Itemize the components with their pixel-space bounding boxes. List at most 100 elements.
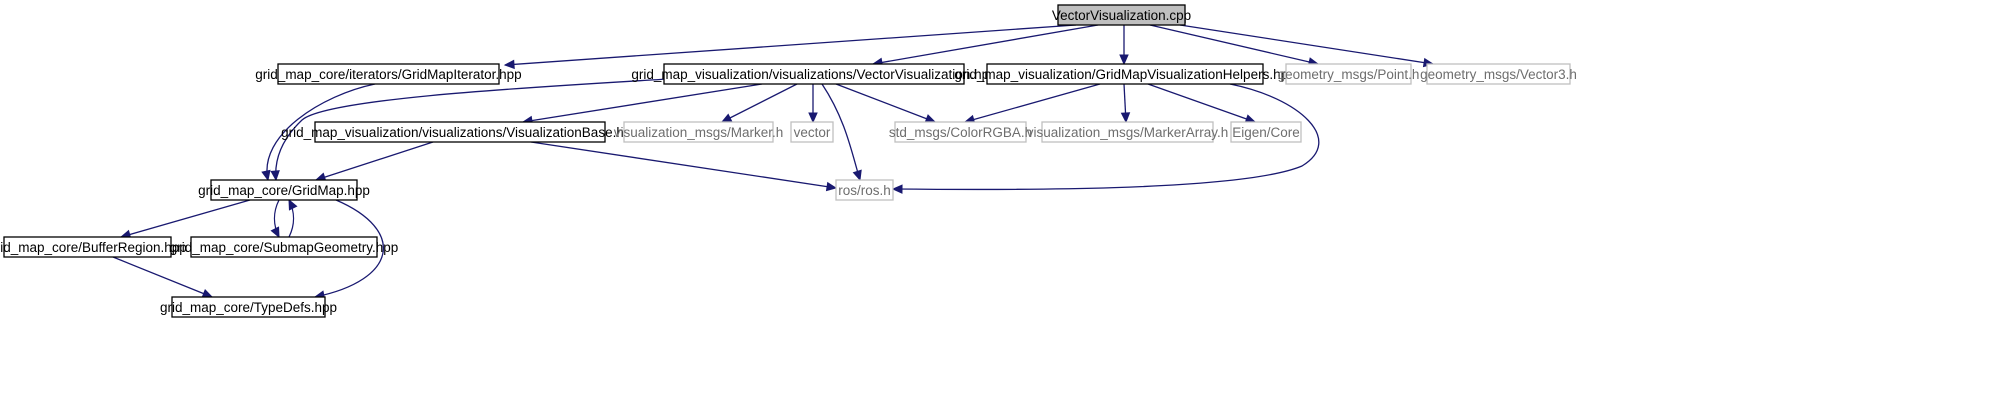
edge-root-to-point — [1149, 24, 1320, 67]
node-label: std_msgs/ColorRGBA.h — [889, 125, 1032, 140]
node-label: grid_map_core/iterators/GridMapIterator.… — [255, 67, 521, 82]
edge-line — [112, 256, 213, 298]
node-label: grid_map_core/GridMap.hpp — [198, 183, 370, 198]
node-box — [1426, 63, 1571, 85]
edge-vb-to-gridmap — [314, 141, 434, 182]
node-box — [1041, 121, 1214, 143]
edge-line — [522, 83, 763, 123]
edge-vv-to-vector — [808, 84, 818, 124]
node-box — [894, 121, 1027, 143]
arrowhead — [891, 184, 903, 194]
node-label: grid_map_visualization/GridMapVisualizat… — [954, 67, 1295, 82]
node-label: grid_map_core/SubmapGeometry.hpp — [170, 240, 399, 255]
node-box — [790, 121, 834, 143]
nodes-layer: VectorVisualization.cpp grid_map_core/ite… — [0, 4, 1577, 318]
arrowhead — [270, 226, 280, 239]
edge-line — [266, 83, 376, 181]
arrowhead — [288, 198, 298, 211]
edge-line — [835, 83, 936, 123]
node-color: std_msgs/ColorRGBA.h — [889, 121, 1032, 143]
edge-line — [120, 199, 251, 238]
node-label: VectorVisualization.cpp — [1052, 8, 1191, 23]
node-box — [986, 63, 1264, 85]
node-marker: visualization_msgs/Marker.h — [614, 121, 784, 143]
node-markerarray: visualization_msgs/MarkerArray.h — [1027, 121, 1228, 143]
node-gridmap[interactable]: grid_map_core/GridMap.hpp — [198, 179, 370, 201]
node-vb[interactable]: grid_map_visualization/visualizations/Vi… — [281, 121, 639, 143]
node-box — [1230, 121, 1302, 143]
edge-vv-to-color — [835, 83, 937, 124]
node-label: geometry_msgs/Vector3.h — [1420, 67, 1577, 82]
node-point: geometry_msgs/Point.h — [1278, 63, 1420, 85]
edge-vv-to-ros — [821, 83, 862, 182]
node-gmi[interactable]: grid_map_core/iterators/GridMapIterator.… — [255, 63, 522, 85]
edge-root-to-vec3 — [1179, 24, 1435, 68]
arrowhead — [201, 289, 214, 298]
node-box — [623, 121, 774, 143]
edge-submap-to-gridmap — [288, 198, 298, 238]
node-eigen: Eigen/Core — [1230, 121, 1302, 143]
edge-line — [1147, 83, 1256, 123]
node-box — [190, 236, 378, 258]
node-box — [210, 179, 358, 201]
node-box — [663, 63, 965, 85]
edge-buffer-to-typedefs — [112, 256, 214, 298]
node-box — [277, 63, 500, 85]
node-box — [1285, 63, 1412, 85]
node-label: ros/ros.h — [838, 183, 891, 198]
arrowhead — [720, 113, 733, 123]
arrowhead — [808, 112, 818, 124]
node-label: vector — [794, 125, 831, 140]
edge-line — [314, 199, 384, 298]
node-submap[interactable]: grid_map_core/SubmapGeometry.hpp — [170, 236, 399, 258]
edge-gridmap-to-submap — [270, 199, 280, 239]
node-root[interactable]: VectorVisualization.cpp — [1052, 4, 1191, 26]
edge-gridmap-to-buffer — [119, 199, 251, 239]
node-box — [314, 121, 606, 143]
edge-gmvh-to-markerarray — [1120, 83, 1131, 124]
node-typedefs[interactable]: grid_map_core/TypeDefs.hpp — [160, 296, 337, 318]
edge-line — [504, 24, 1077, 66]
edge-line — [964, 83, 1101, 123]
node-label: Eigen/Core — [1232, 125, 1300, 140]
node-box — [171, 296, 326, 318]
node-label: geometry_msgs/Point.h — [1278, 67, 1420, 82]
edge-gmi-to-gridmap — [261, 83, 376, 182]
arrowhead — [270, 170, 280, 182]
node-gmvh[interactable]: grid_map_visualization/GridMapVisualizat… — [954, 63, 1296, 85]
node-label: grid_map_visualization/visualizations/Vi… — [281, 125, 639, 140]
arrowhead — [1120, 112, 1131, 124]
edge-line — [315, 141, 434, 181]
node-box — [1057, 4, 1186, 26]
edge-vv-to-gridmap — [270, 78, 669, 182]
node-label: grid_map_core/BufferRegion.hpp — [0, 240, 187, 255]
node-vv[interactable]: grid_map_visualization/visualizations/Ve… — [631, 63, 997, 85]
edge-line — [721, 83, 798, 123]
edge-line — [872, 24, 1099, 65]
edge-root-to-gmvh — [1119, 25, 1129, 66]
edge-gmvh-to-color — [963, 83, 1101, 125]
node-label: visualization_msgs/Marker.h — [614, 125, 784, 140]
node-vec3: geometry_msgs/Vector3.h — [1420, 63, 1577, 85]
node-ros: ros/ros.h — [835, 179, 894, 201]
edge-line — [275, 78, 669, 181]
arrowhead — [503, 59, 515, 70]
edge-gmvh-to-eigen — [1147, 83, 1257, 124]
node-label: grid_map_core/TypeDefs.hpp — [160, 300, 337, 315]
arrowhead — [852, 169, 862, 182]
arrowhead — [825, 181, 838, 192]
edge-vv-to-marker — [720, 83, 798, 123]
node-box — [835, 179, 894, 201]
edge-gmvh-to-ros — [891, 83, 1320, 194]
node-buffer[interactable]: grid_map_core/BufferRegion.hpp — [0, 236, 187, 258]
edge-line — [1179, 24, 1434, 65]
edge-line — [1149, 24, 1319, 65]
arrowhead — [261, 169, 271, 182]
edge-line — [530, 141, 837, 189]
edge-line — [892, 83, 1320, 191]
arrowhead — [1119, 54, 1129, 66]
node-box — [3, 236, 172, 258]
node-label: grid_map_visualization/visualizations/Ve… — [631, 67, 996, 82]
edge-root-to-gmi — [503, 24, 1077, 70]
